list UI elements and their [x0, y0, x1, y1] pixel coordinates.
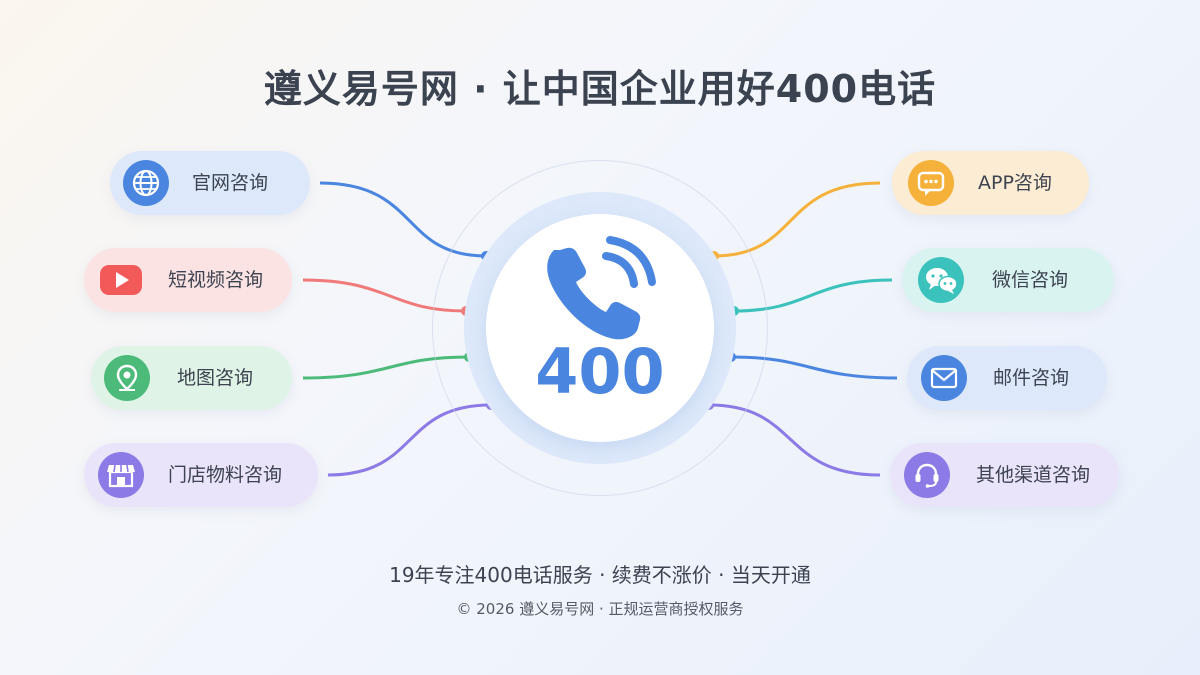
hub-number: 400: [535, 335, 665, 408]
channel-map[interactable]: 地图咨询: [91, 346, 292, 410]
channel-web[interactable]: 官网咨询: [110, 151, 310, 215]
channel-label: 微信咨询: [992, 269, 1069, 291]
channel-other[interactable]: 其他渠道咨询: [890, 443, 1119, 507]
copyright: © 2026 遵义易号网 · 正规运营商授权服务: [456, 600, 744, 618]
channel-mail[interactable]: 邮件咨询: [907, 346, 1107, 410]
page-title: 遵义易号网 · 让中国企业用好400电话: [263, 67, 937, 111]
channel-wechat[interactable]: 微信咨询: [902, 248, 1114, 312]
channel-label: 其他渠道咨询: [976, 464, 1091, 486]
channel-app[interactable]: APP咨询: [892, 151, 1089, 215]
channel-label: 官网咨询: [192, 172, 269, 194]
channel-label: 邮件咨询: [993, 367, 1070, 389]
channel-label: 门店物料咨询: [168, 464, 283, 486]
headset-icon: [904, 452, 950, 498]
mail-icon: [921, 355, 967, 401]
channel-store[interactable]: 门店物料咨询: [84, 443, 318, 507]
tagline: 19年专注400电话服务 · 续费不涨价 · 当天开通: [389, 563, 811, 587]
map-pin-icon: [104, 355, 150, 401]
chat-bubble-icon: [908, 160, 954, 206]
phone-icon: [547, 236, 656, 340]
storefront-icon: [98, 452, 144, 498]
video-play-icon: [98, 257, 144, 303]
channel-video[interactable]: 短视频咨询: [84, 248, 292, 312]
globe-icon: [123, 160, 169, 206]
channel-label: 短视频咨询: [168, 269, 264, 291]
channel-label: 地图咨询: [177, 367, 254, 389]
channel-label: APP咨询: [978, 172, 1052, 194]
hub-outer-ring: [432, 160, 768, 496]
wechat-icon: [918, 257, 964, 303]
